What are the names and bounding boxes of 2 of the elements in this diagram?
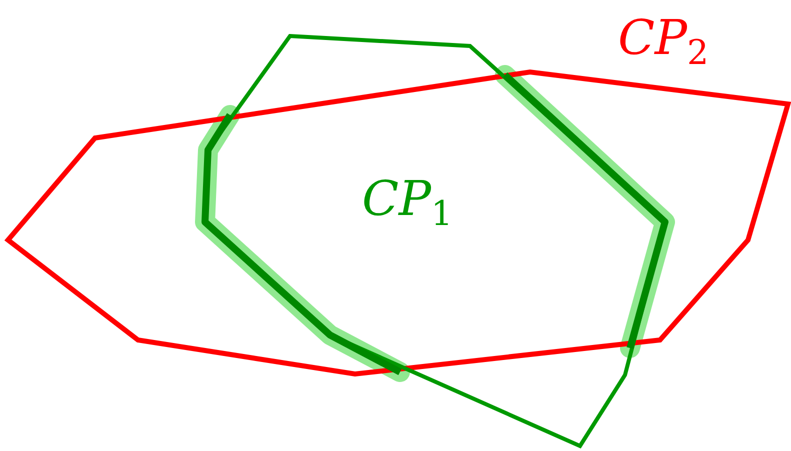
polygon-label: CP$_{1}$ <box>362 175 453 232</box>
polygon-label: CP$_{2}$ <box>618 14 709 70</box>
